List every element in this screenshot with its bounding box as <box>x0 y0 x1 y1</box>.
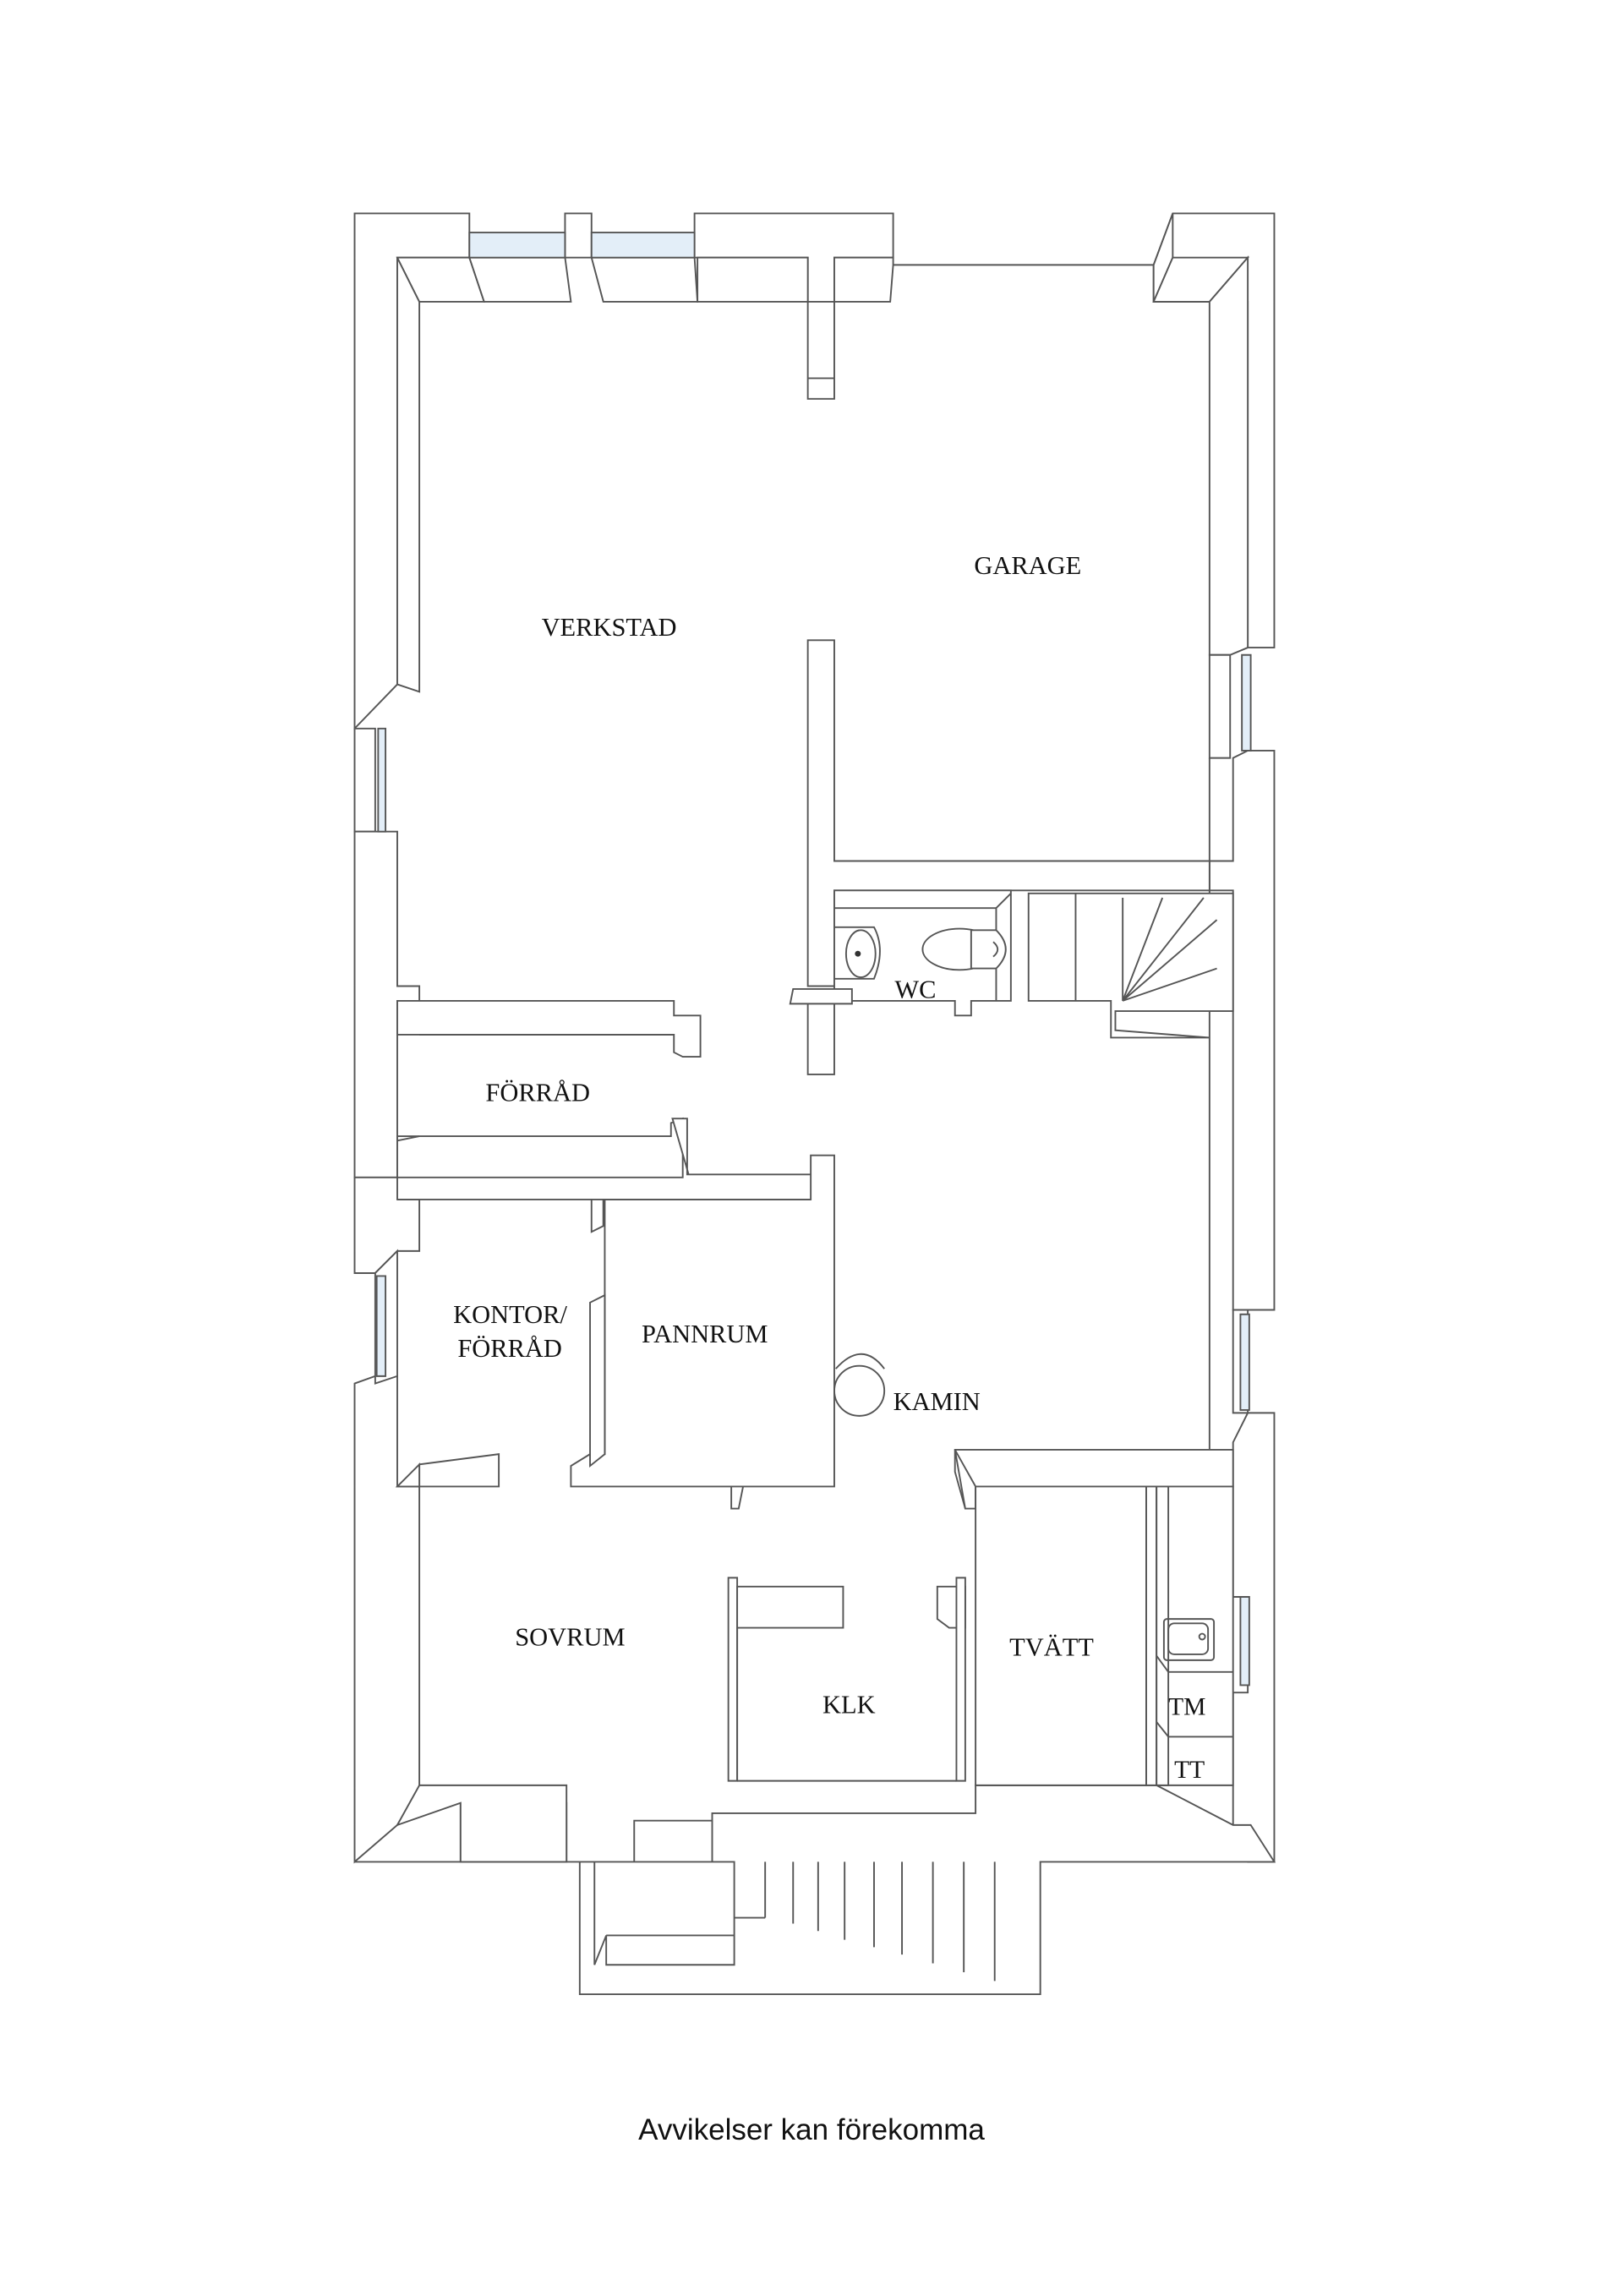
laundry-counter <box>1145 1485 1234 1786</box>
label-kontor-line2: FÖRRÅD <box>457 1334 562 1363</box>
interior-walls <box>395 639 1234 1966</box>
stairs-entrance <box>734 1861 996 1982</box>
kamin-icon <box>833 1353 886 1417</box>
window-top-left-1 <box>468 232 566 259</box>
window-left-middle <box>375 1275 387 1377</box>
label-tt: TT <box>1174 1757 1205 1784</box>
label-tvatt: TVÄTT <box>1009 1633 1094 1662</box>
window-left-upper <box>377 727 387 833</box>
stairs-upper <box>1074 893 1218 1002</box>
label-kamin: KAMIN <box>893 1387 981 1416</box>
window-right-lower <box>1239 1596 1250 1686</box>
label-forrad: FÖRRÅD <box>485 1078 590 1107</box>
label-verkstad: VERKSTAD <box>542 613 677 642</box>
label-wc: WC <box>894 975 936 1003</box>
window-right-upper <box>1241 653 1252 752</box>
label-garage: GARAGE <box>974 551 1081 580</box>
label-sovrum: SOVRUM <box>515 1622 625 1651</box>
outer-walls <box>353 212 1276 1996</box>
disclaimer-text: Avvikelser kan förekomma <box>638 2113 985 2146</box>
fixtures <box>833 926 1234 1786</box>
sink-icon <box>833 926 881 980</box>
toilet-icon <box>921 927 1007 971</box>
label-pannrum: PANNRUM <box>642 1320 768 1348</box>
label-klk: KLK <box>822 1691 876 1719</box>
room-labels: VERKSTAD GARAGE WC FÖRRÅD KONTOR/ FÖRRÅD… <box>453 551 1205 1784</box>
label-tm: TM <box>1168 1693 1205 1720</box>
window-right-middle <box>1239 1313 1250 1411</box>
label-kontor-line1: KONTOR/ <box>453 1300 567 1329</box>
window-top-left-2 <box>590 232 696 259</box>
utility-sink-icon <box>1162 1618 1216 1661</box>
